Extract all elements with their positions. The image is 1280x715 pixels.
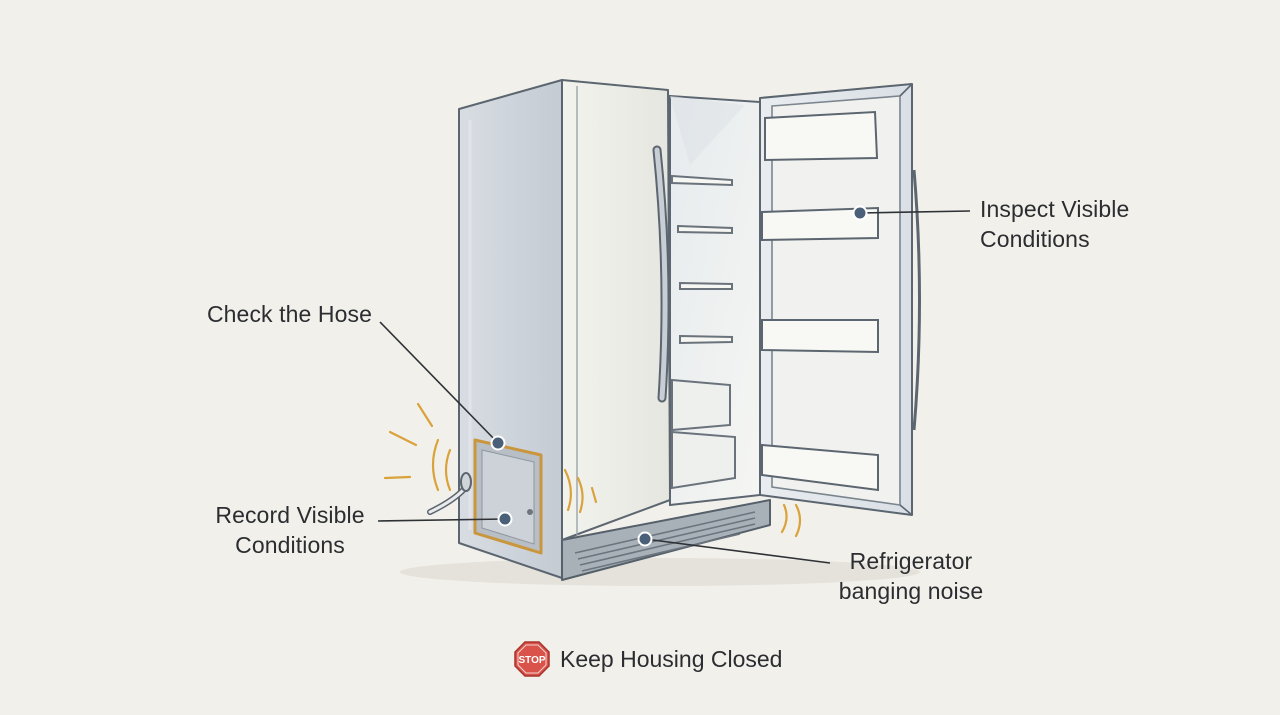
callout-noise-line-2: banging noise (838, 578, 984, 604)
leader-inspect (859, 210, 971, 214)
callout-record-line-2: Conditions (235, 532, 345, 558)
callout-noise-line-1: Refrigerator (849, 548, 973, 574)
vibration-marks (383, 402, 802, 538)
leader-record (377, 518, 506, 522)
leader-hose (379, 321, 499, 444)
interior-shelves (671, 174, 736, 490)
dot-inspect (852, 205, 868, 221)
door-handle (652, 145, 670, 403)
open-door (759, 83, 921, 516)
dot-record (497, 511, 513, 527)
callout-inspect-line-2: Conditions (980, 226, 1090, 252)
fridge-interior (669, 94, 761, 507)
callout-inspect-visible-conditions: Inspect Visible Conditions (980, 194, 1129, 254)
leader-dots (490, 205, 868, 547)
dot-hose (490, 435, 506, 451)
access-panel (473, 438, 543, 555)
door-bins (761, 110, 879, 492)
water-hose (427, 472, 472, 515)
stop-sign-icon: STOP (514, 641, 550, 677)
callout-record-visible-conditions: Record Visible Conditions (200, 500, 380, 560)
callout-record-line-1: Record Visible (215, 502, 365, 528)
callout-hose-line-1: Check the Hose (206, 301, 372, 327)
leader-noise (644, 538, 831, 564)
fridge-base-grille (561, 499, 771, 581)
stop-sign-text: STOP (518, 655, 545, 666)
callout-check-the-hose: Check the Hose (190, 299, 372, 329)
footer-warning: STOP Keep Housing Closed (514, 641, 782, 677)
footer-note-text: Keep Housing Closed (560, 645, 783, 672)
leader-lines (377, 210, 971, 564)
callout-inspect-line-1: Inspect Visible (980, 196, 1130, 222)
dot-noise (637, 531, 653, 547)
callout-refrigerator-banging-noise: Refrigerator banging noise (826, 546, 996, 606)
